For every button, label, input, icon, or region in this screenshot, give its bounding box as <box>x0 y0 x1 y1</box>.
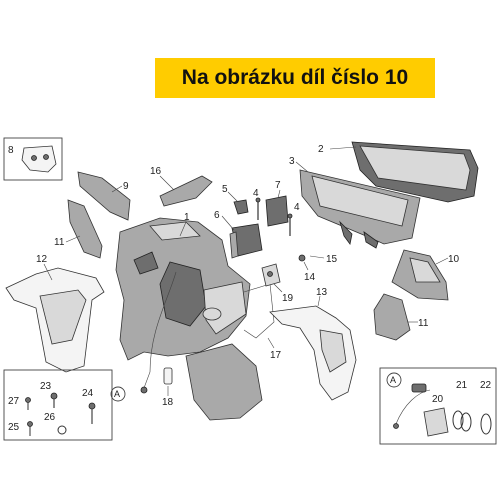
callout-16: 16 <box>150 166 162 177</box>
callout-3: 3 <box>289 156 295 167</box>
part-13-inner-frame[interactable] <box>269 305 357 401</box>
callout-18: 18 <box>162 397 174 408</box>
callout-11-right: 11 <box>418 318 429 329</box>
part-23-bolt[interactable] <box>50 392 58 408</box>
callout-12: 12 <box>36 254 48 265</box>
leader-10 <box>435 257 449 265</box>
leader-19 <box>273 283 283 293</box>
part-8-bracket[interactable] <box>21 145 57 173</box>
part-20-connector-wire[interactable] <box>393 383 449 437</box>
leader-14 <box>303 261 309 271</box>
leader-13 <box>317 295 321 307</box>
inset-box-a <box>379 367 497 445</box>
leader-16 <box>159 175 175 191</box>
inset-ref-a-circle <box>386 372 402 388</box>
part-1-lower[interactable] <box>185 343 263 421</box>
part-2-panel[interactable] <box>351 141 479 203</box>
callout-5: 5 <box>222 184 228 195</box>
part-26-washer[interactable] <box>57 425 67 435</box>
callout-13: 13 <box>316 287 328 298</box>
banner-text: Na obrázku díl číslo 10 <box>181 66 409 89</box>
callout-4-a: 4 <box>253 188 259 199</box>
part-10-side-panel[interactable] <box>391 249 449 301</box>
part-7-bracket[interactable] <box>265 195 289 227</box>
part-4-screw-a[interactable] <box>255 197 261 220</box>
leader-5 <box>227 191 239 203</box>
part-4-screw-b[interactable] <box>287 213 293 236</box>
callout-14: 14 <box>304 272 316 283</box>
leader-17 <box>267 337 275 349</box>
callout-20: 20 <box>432 394 444 405</box>
leader-15 <box>309 255 325 259</box>
part-number-banner: Na obrázku díl číslo 10 <box>155 58 435 98</box>
callout-6: 6 <box>214 210 220 221</box>
wire-harness <box>143 271 177 389</box>
part-19-clip[interactable] <box>261 263 281 287</box>
connector-ref-a: A <box>114 389 120 399</box>
callout-25: 25 <box>8 422 20 433</box>
part-24-bolt[interactable] <box>88 402 96 424</box>
leader-3 <box>295 161 309 173</box>
part-1-main-body[interactable] <box>115 217 251 361</box>
part-17-seal[interactable] <box>243 283 275 339</box>
callout-8: 8 <box>8 145 14 156</box>
callout-7: 7 <box>275 180 281 191</box>
callout-27: 27 <box>8 396 20 407</box>
callout-21: 21 <box>456 380 468 391</box>
leader-7 <box>277 189 281 199</box>
callout-26: 26 <box>44 412 56 423</box>
callout-19: 19 <box>282 293 294 304</box>
leader-12 <box>43 263 53 281</box>
part-6-box[interactable] <box>229 223 263 259</box>
part-25-screw[interactable] <box>27 421 33 437</box>
part-9-cover[interactable] <box>77 171 131 221</box>
part-14-nut[interactable] <box>298 254 306 262</box>
part-3-tray[interactable] <box>299 169 421 249</box>
leader-2 <box>329 146 357 150</box>
leader-6 <box>221 215 235 231</box>
part-22-oring[interactable] <box>480 413 492 435</box>
callout-9: 9 <box>123 181 129 192</box>
callout-15: 15 <box>326 254 338 265</box>
callout-11-left: 11 <box>54 237 65 248</box>
wire-connector <box>140 386 148 394</box>
part-12-frame[interactable] <box>5 267 105 373</box>
part-18-grommet[interactable] <box>163 367 173 385</box>
callout-1: 1 <box>184 212 190 223</box>
callout-2: 2 <box>318 144 324 155</box>
connector-ref-a-circle[interactable] <box>110 386 126 402</box>
callout-22: 22 <box>480 380 492 391</box>
callout-24: 24 <box>82 388 94 399</box>
leader-9 <box>111 185 123 193</box>
leader-11-left <box>65 235 81 243</box>
callout-4-b: 4 <box>294 202 300 213</box>
part-21-rings[interactable] <box>452 410 472 432</box>
part-5-clip[interactable] <box>233 199 249 215</box>
part-16-cover[interactable] <box>159 175 213 207</box>
callout-10: 10 <box>448 254 460 265</box>
inset-box-8 <box>3 137 63 181</box>
inset-ref-a: A <box>390 375 396 385</box>
part-27-screw[interactable] <box>25 397 31 411</box>
callout-17: 17 <box>270 350 282 361</box>
part-11-right-panel[interactable] <box>373 293 411 341</box>
part-11-left-panel[interactable] <box>67 199 103 259</box>
hardware-box <box>3 369 113 441</box>
leader-1 <box>179 221 187 237</box>
callout-23: 23 <box>40 381 52 392</box>
